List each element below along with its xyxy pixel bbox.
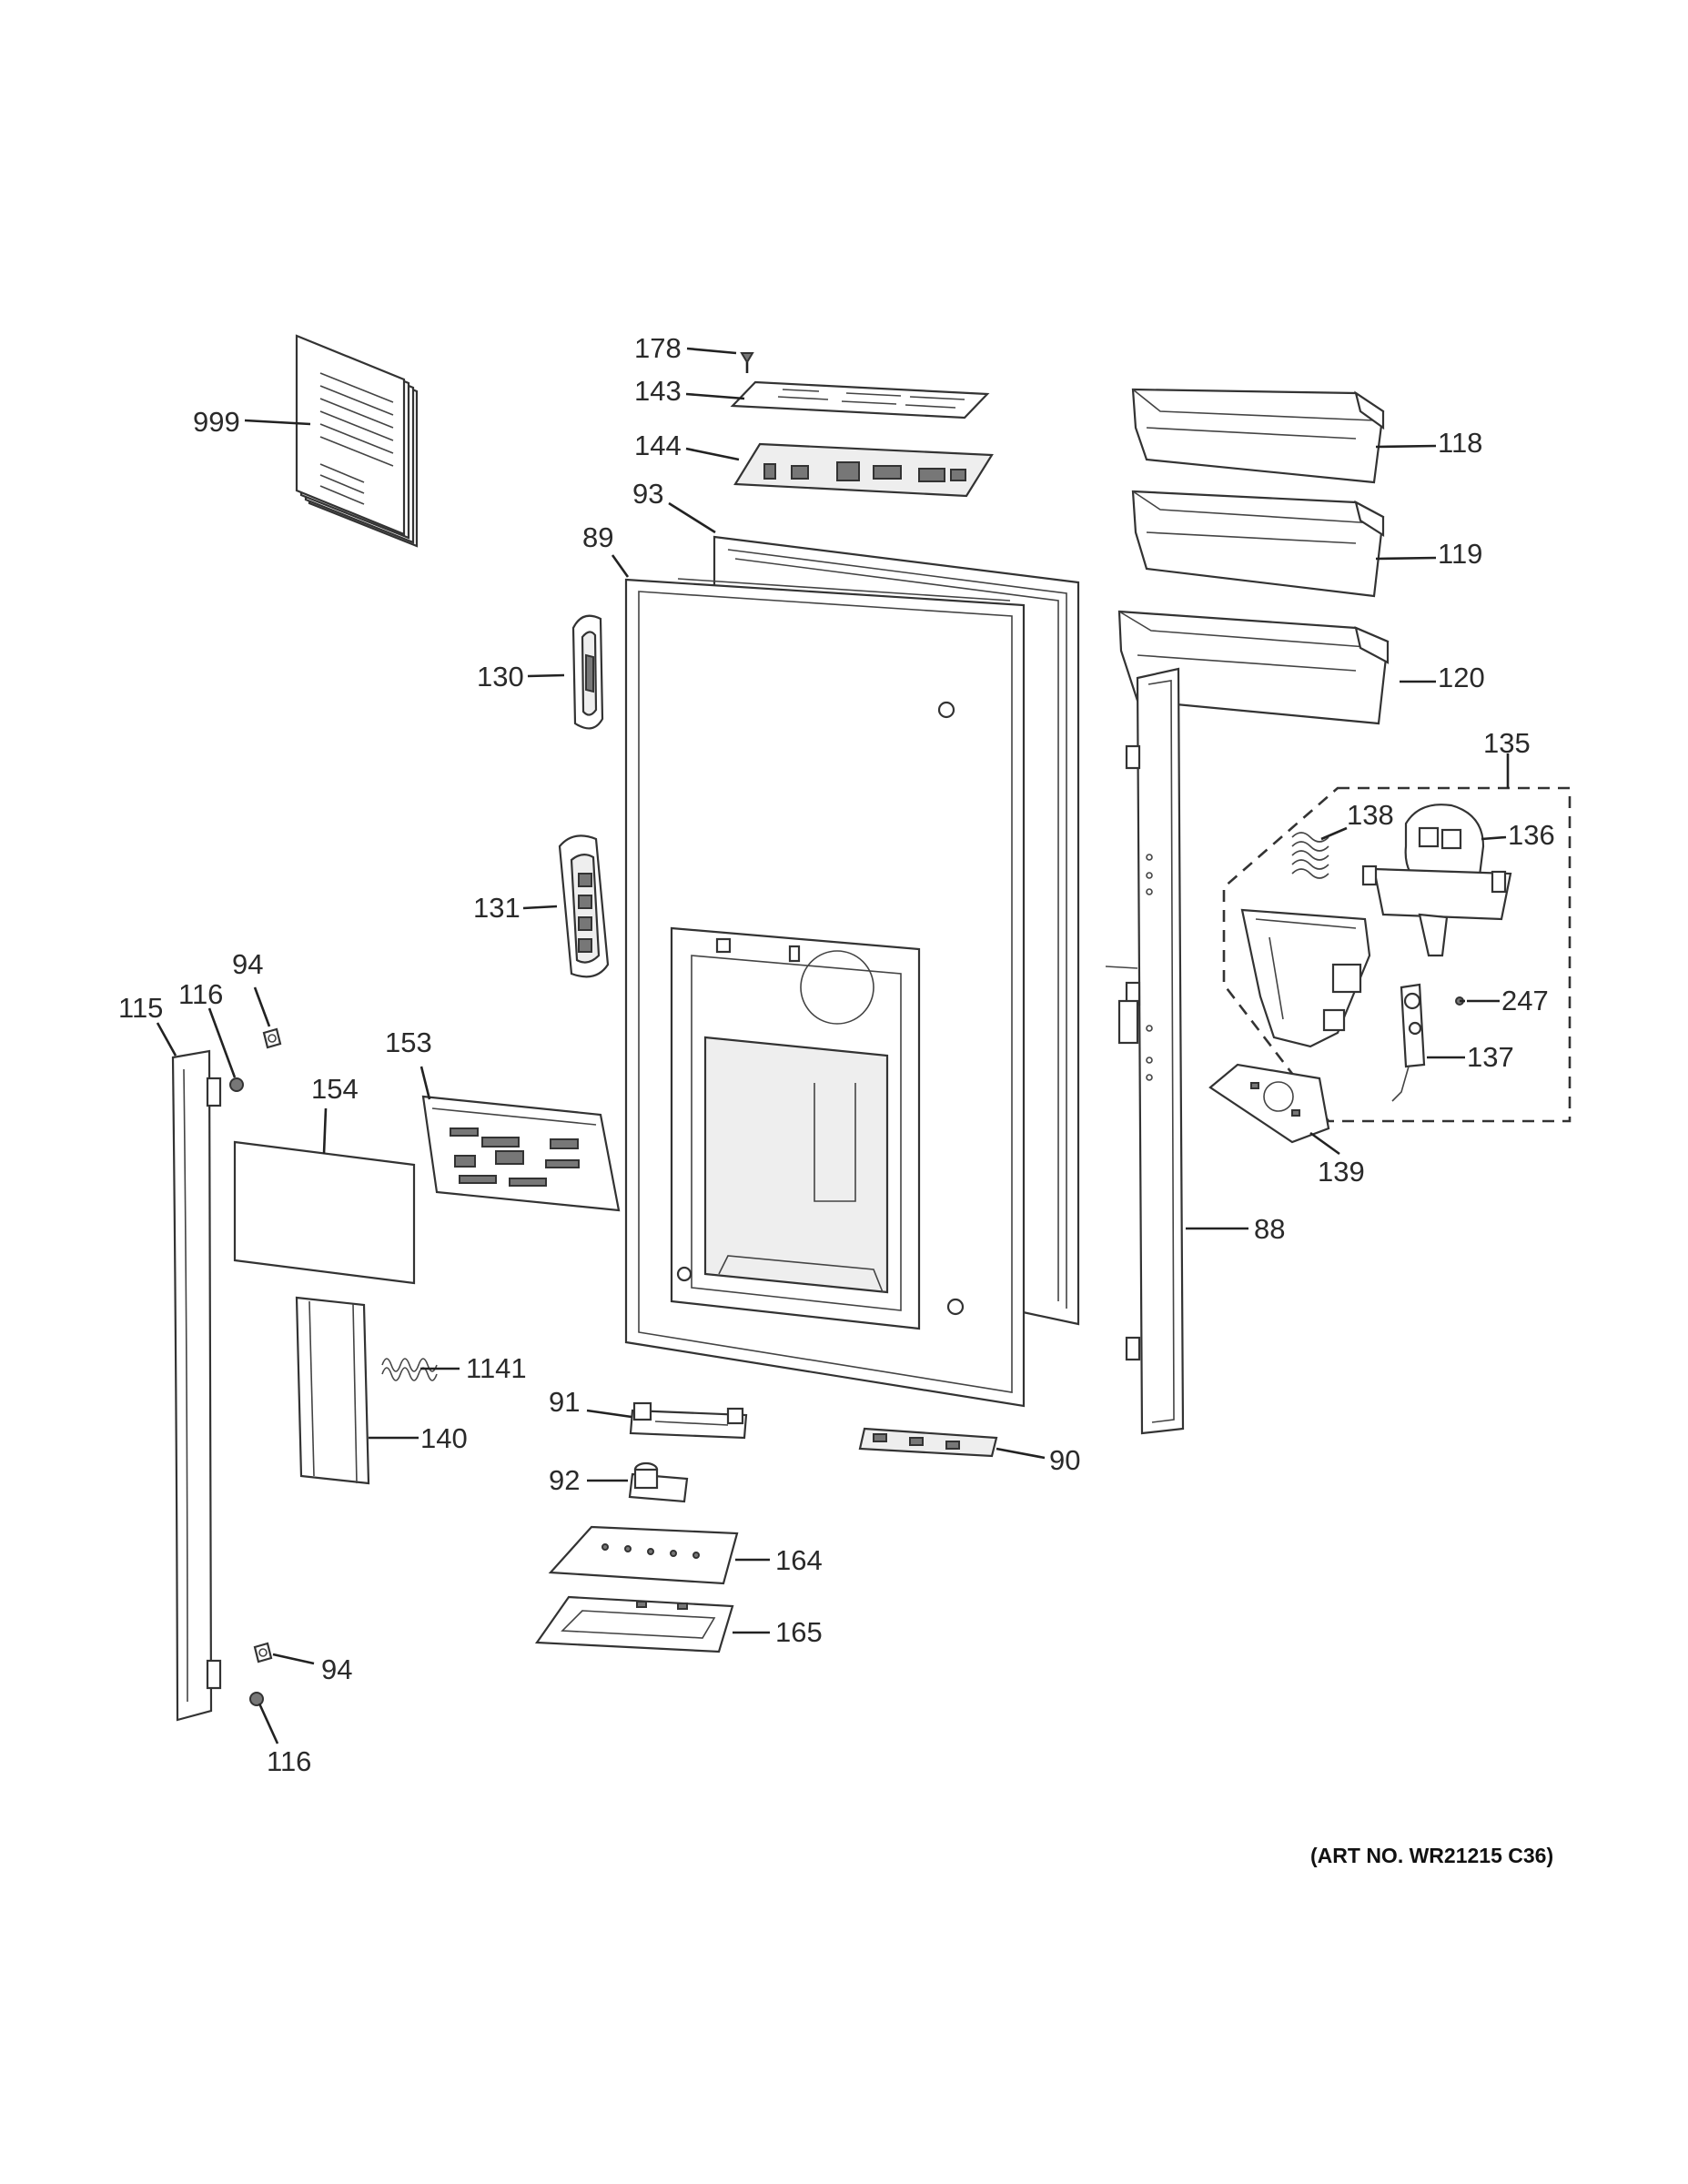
- callout-116-bottom: 116: [267, 1745, 311, 1777]
- leader-89: [611, 554, 630, 578]
- part-119-bin: [1131, 490, 1385, 598]
- callout-130: 130: [477, 661, 524, 693]
- leader-93: [668, 501, 716, 534]
- leader-136: [1481, 835, 1507, 841]
- leader-144: [685, 447, 740, 461]
- leader-139: [1309, 1131, 1340, 1156]
- callout-178: 178: [634, 332, 682, 364]
- callout-93: 93: [632, 478, 663, 510]
- callout-165: 165: [775, 1616, 823, 1648]
- callout-136: 136: [1508, 819, 1555, 851]
- leader-94-top: [253, 986, 271, 1027]
- callout-118: 118: [1438, 427, 1482, 459]
- leader-999: [244, 419, 311, 426]
- leader-178: [686, 347, 737, 355]
- leader-131: [522, 905, 558, 910]
- art-number: (ART NO. WR21215 C36): [1310, 1844, 1553, 1867]
- callout-88: 88: [1254, 1213, 1285, 1245]
- part-138-spring: [1291, 832, 1329, 879]
- leader-116-top: [207, 1007, 237, 1078]
- callout-91: 91: [549, 1386, 580, 1418]
- part-91-hinge: [629, 1401, 748, 1440]
- callout-137: 137: [1467, 1041, 1514, 1073]
- callout-999: 999: [193, 406, 240, 438]
- part-144-control-board: [733, 442, 994, 498]
- part-94-mount-stud-top: [262, 1027, 282, 1049]
- part-118-bin: [1131, 388, 1385, 484]
- part-ice-bucket-housing: [1240, 908, 1371, 1048]
- callout-140: 140: [420, 1422, 468, 1454]
- part-154-panel: [233, 1140, 416, 1285]
- part-137-valve: [1391, 983, 1426, 1102]
- part-139-tray: [1208, 1063, 1330, 1144]
- part-89-door: [624, 578, 1026, 1408]
- callout-247: 247: [1501, 985, 1549, 1016]
- part-92-bushing: [628, 1461, 689, 1503]
- part-130-pad: [571, 614, 604, 730]
- leader-118: [1375, 444, 1437, 449]
- callout-94-bottom: 94: [321, 1653, 352, 1685]
- callout-153: 153: [385, 1026, 432, 1058]
- leader-154: [322, 1107, 328, 1155]
- part-88-mullion: [1105, 667, 1185, 1435]
- callout-120: 120: [1438, 662, 1485, 693]
- callout-135: 135: [1483, 727, 1531, 759]
- callout-89: 89: [582, 521, 613, 553]
- callout-154: 154: [311, 1073, 359, 1105]
- part-131-pad: [558, 834, 610, 978]
- callout-131: 131: [473, 892, 521, 924]
- part-143-label: [730, 380, 990, 420]
- part-90-hinge-cam: [858, 1427, 998, 1458]
- callout-1141: 1141: [466, 1352, 527, 1384]
- callout-119: 119: [1438, 538, 1482, 570]
- part-116-setscrew-top: [229, 1077, 244, 1092]
- leader-115: [156, 1022, 177, 1057]
- part-94-mount-stud-bottom: [253, 1642, 273, 1663]
- leader-143: [685, 392, 745, 400]
- leader-130: [527, 673, 565, 678]
- callout-92: 92: [549, 1464, 580, 1496]
- leader-91: [586, 1409, 632, 1419]
- callout-90: 90: [1049, 1444, 1080, 1476]
- part-115-handle: [171, 1049, 222, 1722]
- part-999-manual: [295, 334, 419, 548]
- callout-139: 139: [1318, 1156, 1365, 1188]
- part-153-board: [421, 1095, 621, 1212]
- callout-94-top: 94: [232, 948, 263, 980]
- part-178-screw: [740, 352, 754, 373]
- part-136-motor: [1361, 804, 1512, 957]
- part-120-bin: [1117, 610, 1390, 725]
- part-165-drip-tray: [534, 1595, 734, 1653]
- leader-119: [1375, 556, 1437, 561]
- part-164-plate: [548, 1525, 739, 1585]
- callout-116-top: 116: [178, 978, 223, 1010]
- callout-164: 164: [775, 1544, 823, 1576]
- callout-143: 143: [634, 375, 682, 407]
- leader-153: [419, 1066, 431, 1100]
- callout-138: 138: [1347, 799, 1394, 831]
- leader-138: [1320, 826, 1348, 841]
- leader-90: [996, 1447, 1046, 1460]
- assembly-135-outline: [1222, 786, 1572, 1123]
- part-140-cover: [295, 1296, 370, 1485]
- leader-116-bottom: [258, 1703, 279, 1744]
- part-1141-spring: [381, 1358, 438, 1381]
- part-116-setscrew-bottom: [249, 1692, 264, 1706]
- part-247-screw: [1455, 996, 1465, 1006]
- callout-144: 144: [634, 430, 682, 461]
- leader-94-bottom: [272, 1653, 315, 1665]
- callout-115: 115: [118, 992, 163, 1024]
